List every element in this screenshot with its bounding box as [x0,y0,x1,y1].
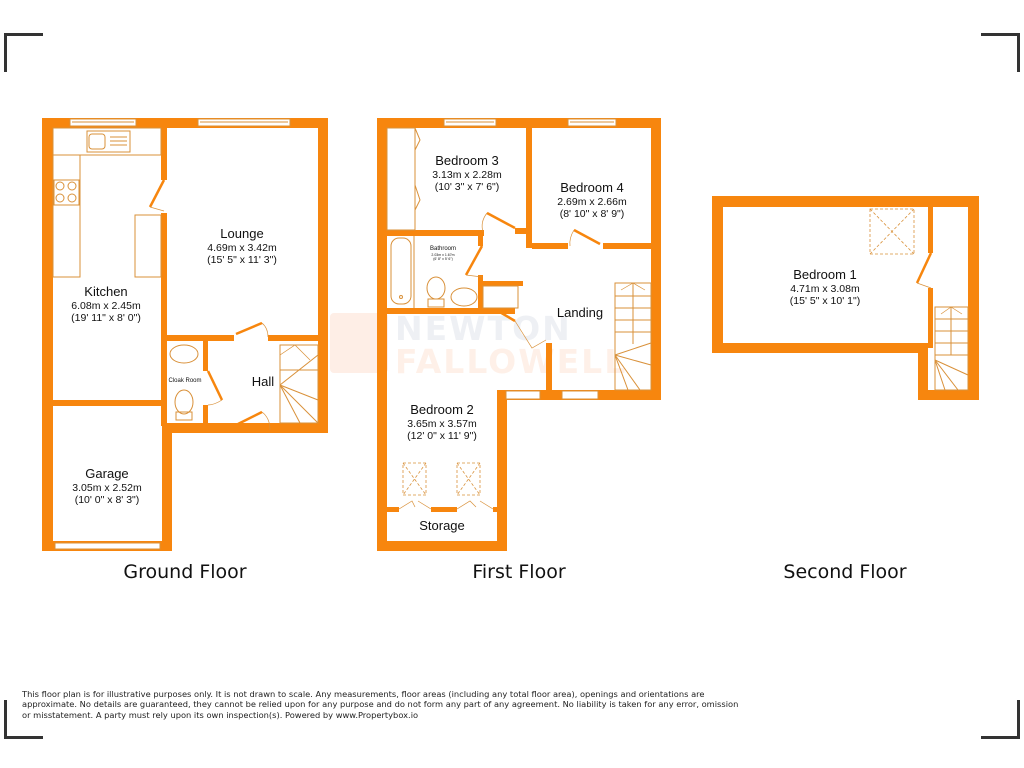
floor-title-second: Second Floor [783,561,907,583]
room-landing: Landing [557,305,603,321]
room-dimensions-metric: 3.13m x 2.28m [432,168,502,181]
room-cloak-room: Cloak Room [168,378,201,385]
room-bedroom-1: Bedroom 1 4.71m x 3.08m (15' 5" x 10' 1"… [790,267,860,308]
room-bedroom-2: Bedroom 2 3.65m x 3.57m (12' 0" x 11' 9"… [407,402,477,443]
room-dimensions-metric: 2.03m x 1.67m [431,253,455,258]
room-dimensions-imperial: (19' 11" x 8' 0") [71,312,141,325]
room-dimensions-metric: 3.65m x 3.57m [407,417,477,430]
room-bedroom-3: Bedroom 3 3.13m x 2.28m (10' 3" x 7' 6") [432,153,501,194]
room-name: Hall [251,374,275,389]
room-name: Bedroom 2 [410,402,474,417]
room-kitchen: Kitchen 6.08m x 2.45m (19' 11" x 8' 0") [71,284,141,325]
room-bedroom-4: Bedroom 4 2.69m x 2.66m (8' 10" x 8' 9") [557,180,626,221]
room-dimensions-metric: 4.69m x 3.42m [207,241,277,254]
floor-title-first: First Floor [472,561,566,583]
room-name: Lounge [220,226,264,241]
room-dimensions-metric: 4.71m x 3.08m [790,282,860,295]
room-dimensions-metric: 3.05m x 2.52m [72,481,142,494]
disclaimer-text: This floor plan is for illustrative purp… [22,689,739,720]
room-garage: Garage 3.05m x 2.52m (10' 0" x 8' 3") [72,466,141,507]
room-name: Kitchen [84,284,128,299]
room-lounge: Lounge 4.69m x 3.42m (15' 5" x 11' 3") [207,226,277,267]
room-name: Bedroom 3 [435,153,499,168]
corner-mark-bottom-right [981,700,1020,739]
room-bathroom: Bathroom 2.03m x 1.67m (6' 8" x 5' 6") [430,246,456,262]
room-name: Bedroom 4 [560,180,624,195]
watermark-line-1: NEWTON [395,309,572,348]
room-dimensions-imperial: (8' 10" x 8' 9") [559,208,625,221]
watermark: NEWTON FALLOWELL [395,312,627,378]
watermark-line-2: FALLOWELL [395,342,628,381]
room-hall: Hall [252,374,274,390]
corner-mark-top-right [981,33,1020,72]
second-floor-plan [712,196,979,400]
room-storage: Storage [419,518,465,534]
room-name: Garage [85,466,129,481]
room-dimensions-imperial: (15' 5" x 11' 3") [207,254,277,267]
room-name: Cloak Room [168,378,202,384]
room-name: Bedroom 1 [793,267,857,282]
room-dimensions-imperial: (12' 0" x 11' 9") [407,430,477,443]
corner-mark-top-left [4,33,43,72]
room-name: Landing [556,305,604,320]
ground-floor-plan [42,118,328,551]
room-dimensions-imperial: (6' 8" x 5' 6") [433,257,453,262]
room-dimensions-metric: 6.08m x 2.45m [71,299,141,312]
room-name: Storage [419,518,465,533]
room-dimensions-metric: 2.69m x 2.66m [557,195,627,208]
room-dimensions-imperial: (10' 0" x 8' 3") [74,494,140,507]
first-floor-plan [377,118,661,551]
floor-title-ground: Ground Floor [123,561,247,583]
room-dimensions-imperial: (15' 5" x 10' 1") [789,295,861,308]
corner-mark-bottom-left [4,700,43,739]
room-dimensions-imperial: (10' 3" x 7' 6") [434,181,500,194]
room-name: Bathroom [429,246,457,252]
